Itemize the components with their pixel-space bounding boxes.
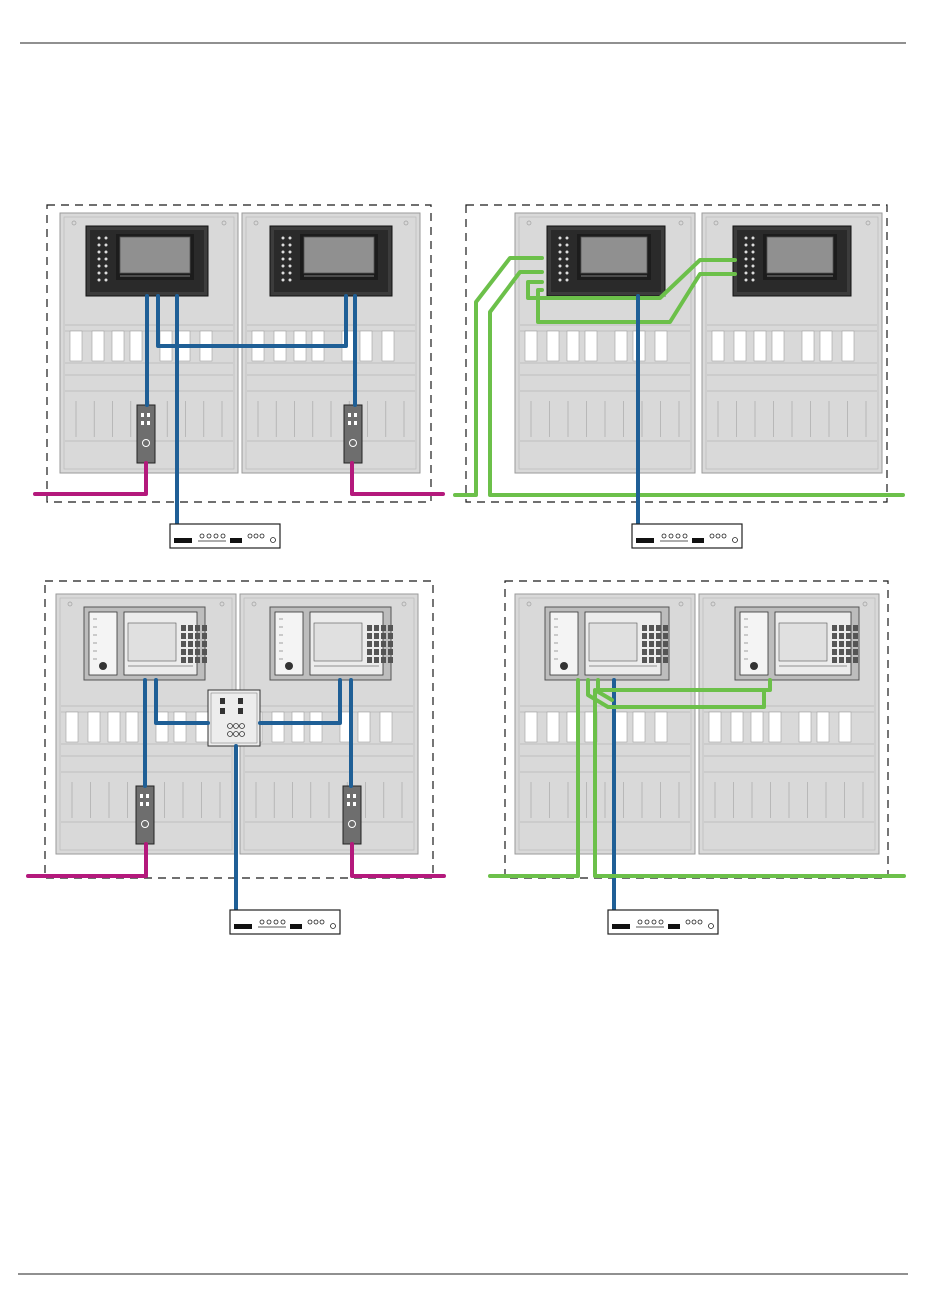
interface-module-icon [344, 405, 362, 463]
panel-controller-icon [733, 226, 851, 296]
panel-controller-icon [86, 226, 208, 296]
interface-module-icon [136, 786, 154, 844]
panel-controller-icon [84, 607, 207, 680]
network-switch-icon [608, 910, 718, 934]
panel-controller-icon [547, 226, 665, 296]
panel-controller-icon [270, 607, 393, 680]
interface-module-icon [343, 786, 361, 844]
ethernet-switch-box-icon [208, 690, 260, 746]
panel-controller-icon [735, 607, 859, 680]
network-switch-icon [230, 910, 340, 934]
interface-module-icon [137, 405, 155, 463]
network-switch-icon [170, 524, 280, 548]
panel-controller-icon [545, 607, 669, 680]
network-switch-icon [632, 524, 742, 548]
panel-controller-icon [270, 226, 392, 296]
